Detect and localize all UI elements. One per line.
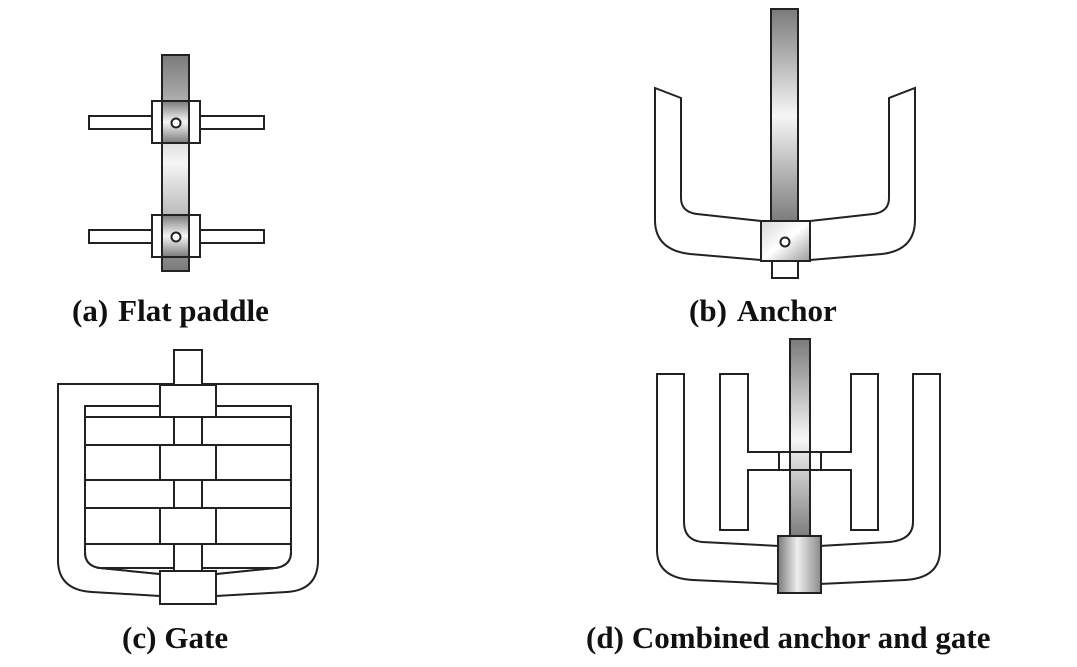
caption-flat-paddle: (a) Flat paddle bbox=[72, 295, 269, 326]
anchor-bolt bbox=[779, 236, 791, 248]
flat-paddle-upper-bolt bbox=[170, 117, 182, 129]
flat-paddle-upper-blade-right bbox=[199, 115, 265, 130]
flat-paddle-diagram bbox=[88, 54, 265, 272]
flat-paddle-lower-blade-left bbox=[88, 229, 153, 244]
combined-anchor-outer bbox=[656, 373, 941, 585]
caption-name: Anchor bbox=[736, 293, 837, 328]
anchor-shaft bbox=[770, 8, 799, 224]
gate-hub bbox=[159, 570, 217, 605]
gate-diagram bbox=[57, 349, 319, 605]
gate-center-post-top bbox=[159, 384, 217, 418]
combined-shaft bbox=[789, 338, 811, 540]
flat-paddle-lower-bolt bbox=[170, 231, 182, 243]
flat-paddle-lower-blade-right bbox=[199, 229, 265, 244]
combined-hub bbox=[777, 535, 822, 594]
caption-gate: (c)Gate bbox=[122, 622, 228, 653]
caption-letter: (d) bbox=[586, 620, 624, 655]
caption-combined-anchor-gate: (d)Combined anchor and gate bbox=[586, 622, 990, 653]
anchor-diagram bbox=[654, 8, 916, 279]
caption-letter: (a) bbox=[72, 293, 109, 328]
caption-letter: (c) bbox=[122, 620, 157, 655]
gate-center-post-mid bbox=[159, 444, 217, 481]
flat-paddle-upper-blade-left bbox=[88, 115, 153, 130]
caption-name: Flat paddle bbox=[118, 293, 269, 328]
gate-shaft bbox=[173, 349, 203, 387]
caption-name: Combined anchor and gate bbox=[631, 620, 991, 655]
caption-anchor: (b) Anchor bbox=[689, 295, 837, 326]
anchor-stub bbox=[771, 259, 799, 279]
caption-name: Gate bbox=[164, 620, 229, 655]
gate-center-post-low bbox=[159, 507, 217, 545]
combined-anchor-gate-diagram bbox=[656, 338, 941, 594]
anchor-blade bbox=[654, 86, 916, 261]
caption-letter: (b) bbox=[689, 293, 727, 328]
